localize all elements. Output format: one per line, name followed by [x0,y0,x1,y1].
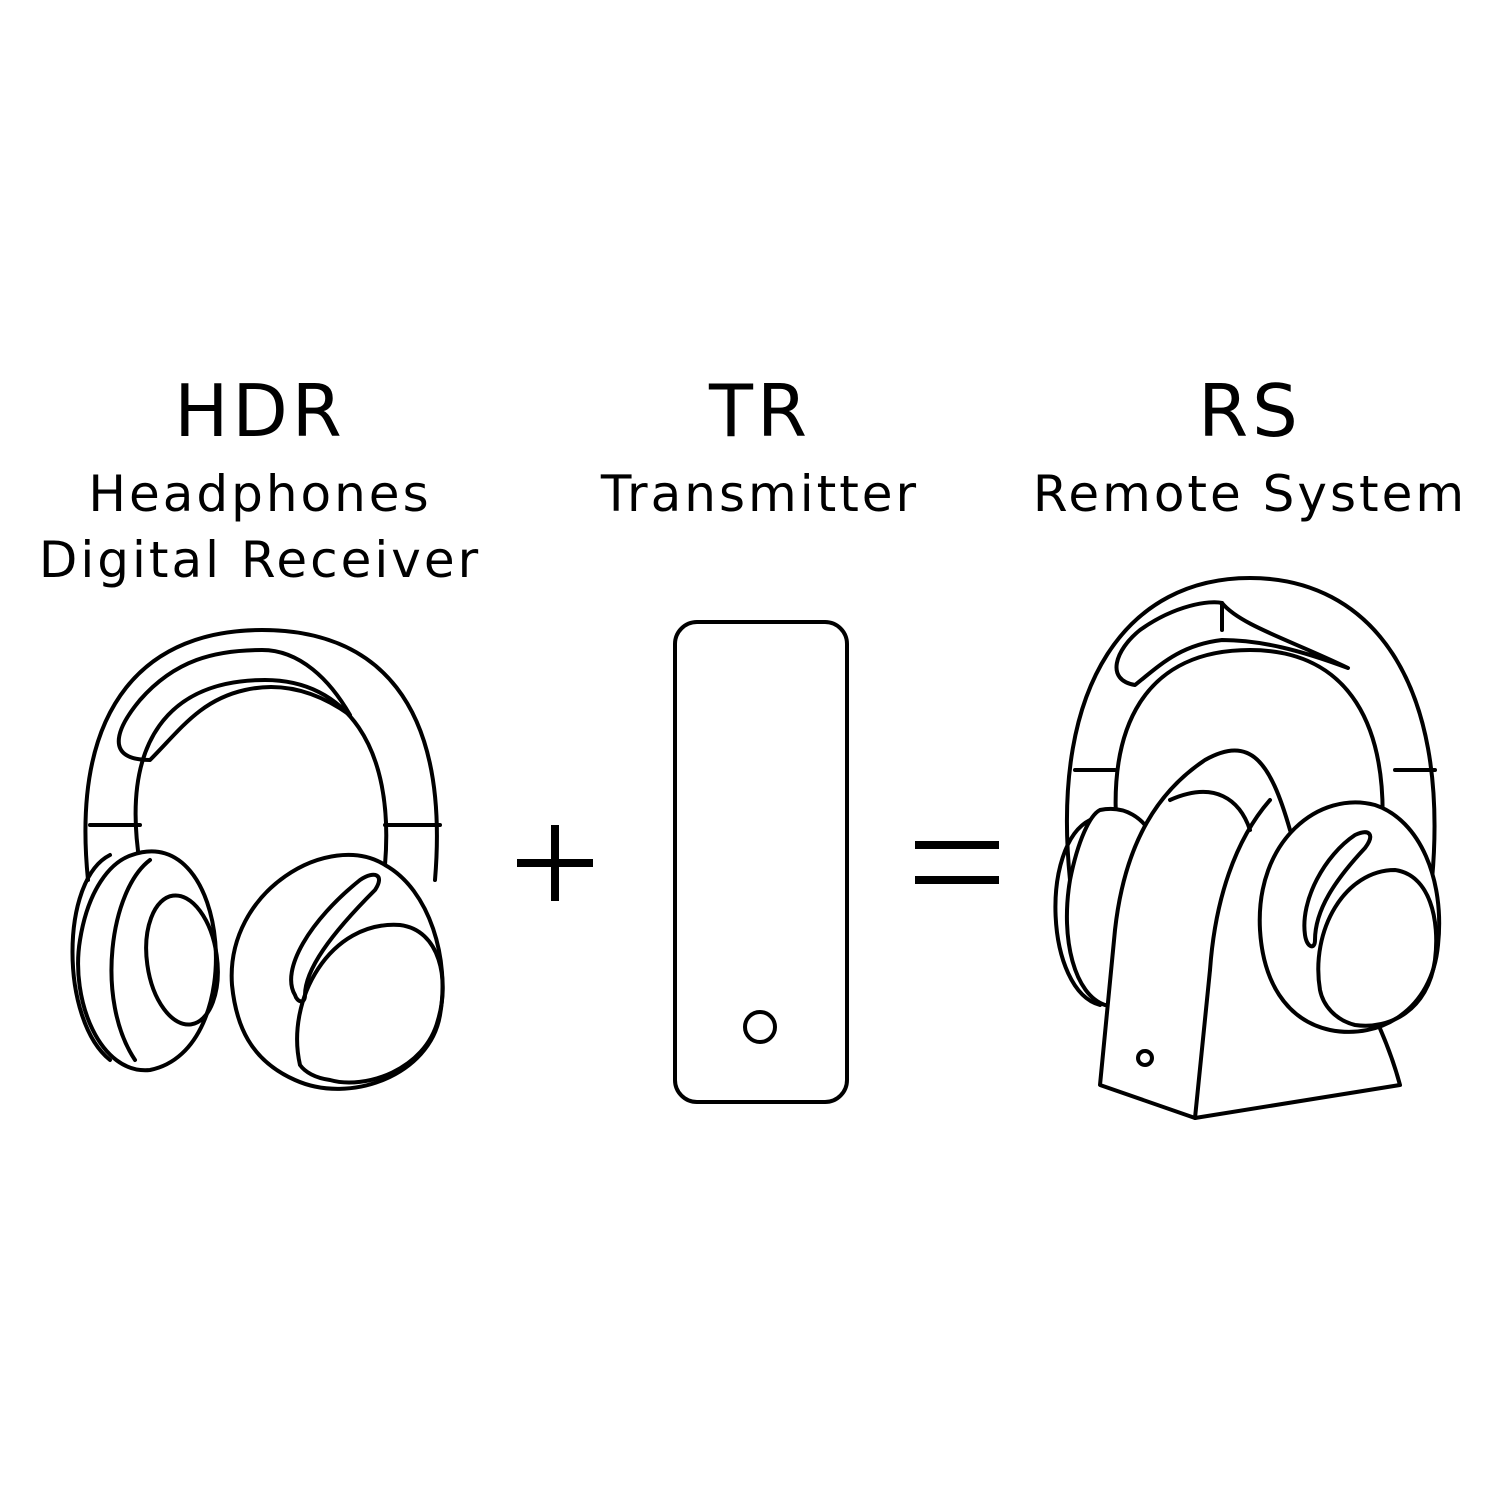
headphones-icon [70,628,445,1091]
plus-operator-icon [517,825,593,901]
hdr-desc-line-2: Digital Receiver [38,531,482,589]
equals-operator-icon [915,841,999,884]
tr-label: TR Transmitter [560,375,960,527]
hdr-code: HDR [174,369,346,453]
rs-desc-line-1: Remote System [1032,465,1468,523]
hdr-label: HDR Headphones Digital Receiver [0,375,520,593]
transmitter-icon [673,620,849,1104]
tr-desc-line-1: Transmitter [600,465,920,523]
hdr-desc-line-1: Headphones [88,465,432,523]
rs-code: RS [1198,369,1302,453]
rs-label: RS Remote System [1000,375,1500,527]
tr-code: TR [708,369,811,453]
headphones-on-stand-icon [1053,576,1442,1120]
